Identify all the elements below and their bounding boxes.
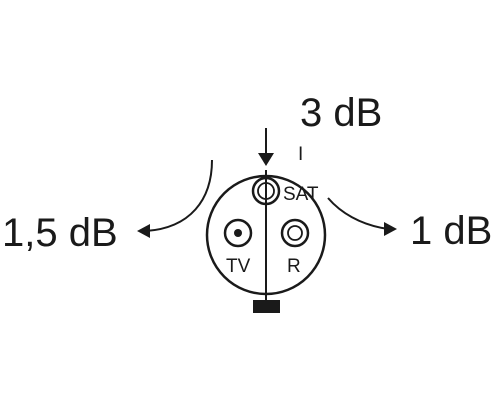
- tv-port-label: TV: [226, 256, 251, 277]
- radio-port-label: R: [287, 256, 301, 277]
- radio-connector: [280, 218, 310, 248]
- top-attenuation-label: 3 dB: [300, 91, 382, 135]
- curved-arrow-right-icon: [327, 197, 397, 236]
- top-marker-label: I: [298, 144, 303, 165]
- tv-connector: [223, 218, 253, 248]
- sat-connector: [251, 176, 281, 206]
- antenna-socket-icon: SAT TV R: [205, 170, 327, 313]
- curved-arrow-left-icon: [137, 159, 213, 238]
- right-attenuation-label: 1 dB: [410, 209, 492, 253]
- sat-port-label: SAT: [283, 184, 319, 205]
- left-attenuation-label: 1,5 dB: [2, 211, 118, 255]
- arrow-down-icon: [258, 128, 274, 166]
